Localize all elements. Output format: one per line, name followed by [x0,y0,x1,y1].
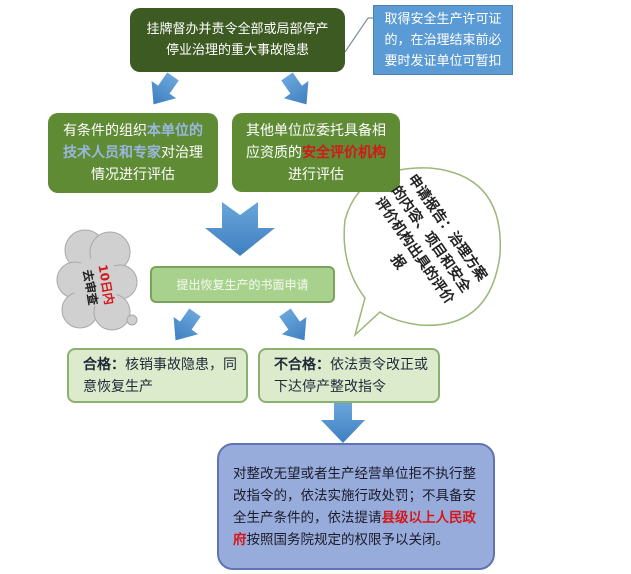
final-text-pre: 对整改无望或者生产经营单位拒不执行整改指令的，依法实施行政处罚；不具备安全生产条… [233,465,476,526]
fail-result-box: 不合格：依法责令改正或下达停产整改指令 [258,348,440,403]
self-assessment-box: 有条件的组织本单位的技术人员和专家对治理情况进行评估 [48,113,218,193]
arrow-down-left-icon [173,308,201,341]
permit-callout-box: 取得安全生产许可证的，在治理结束前必要时发证单位可暂扣 [373,5,513,75]
right-text-highlight: 安全评价机构 [302,144,386,161]
top-hazard-text: 挂牌督办并责令全部或局部停产停业治理的重大事故隐患 [146,22,329,58]
arrow-down-right-icon [281,72,309,105]
left-text-highlight: 本单位的技术人员和专家 [63,123,203,161]
callout-text: 取得安全生产许可证的，在治理结束前必要时发证单位可暂扣 [384,11,502,69]
cloud-shape [56,229,138,331]
speech-bubble-shape [343,167,502,338]
final-text-highlight: 县级以上人民政府 [233,509,476,548]
closure-box: 对整改无望或者生产经营单位拒不执行整改指令的，依法实施行政处罚；不具备安全生产条… [217,443,495,570]
fail-label: 不合格： [274,356,330,373]
pass-label: 合格： [83,356,125,373]
callout-leader-line [344,17,369,53]
big-down-arrow-icon [205,202,275,256]
arrow-down-left-icon [151,72,179,105]
pass-result-box: 合格：核销事故隐患，同意恢复生产 [67,348,248,403]
right-text-post: 进行评估 [288,166,344,183]
request-text: 提出恢复生产的书面申请 [176,278,309,292]
pass-text: 核销事故隐患，同意恢复生产 [83,356,237,395]
left-text-pre: 有条件的组织 [63,123,147,139]
top-hazard-box: 挂牌督办并责令全部或局部停产停业治理的重大事故隐患 [130,8,345,72]
final-text-post: 按照国务院规定的权限予以关闭。 [246,531,450,548]
right-text-pre: 其他单位应委托具备相应资质的 [246,122,386,161]
third-party-assessment-box: 其他单位应委托具备相应资质的安全评价机构进行评估 [232,113,400,192]
fail-text: 依法责令改正或下达停产整改指令 [274,356,428,395]
left-text-post: 对治理情况进行评估 [91,145,203,183]
down-arrow-icon [321,403,365,443]
arrow-down-right-icon [279,308,307,341]
resume-request-box: 提出恢复生产的书面申请 [150,266,335,303]
